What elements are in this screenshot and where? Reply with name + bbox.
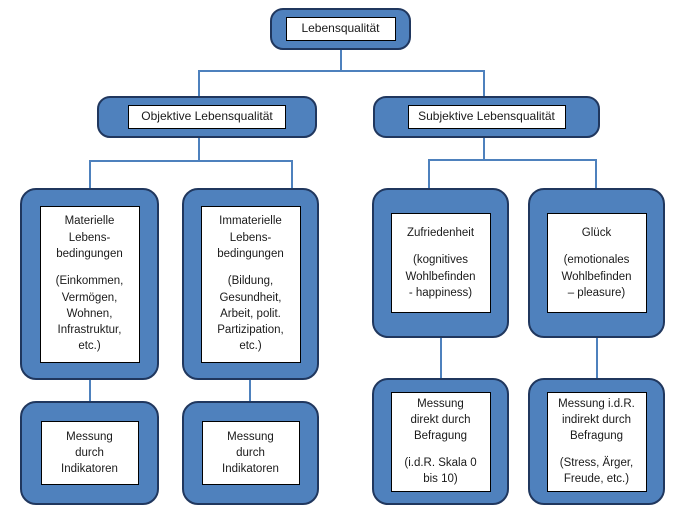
node-objektive-lebensqualitaet[interactable]: Objektive Lebensqualität (97, 96, 317, 138)
node-zufriedenheit[interactable]: Zufriedenheit (kognitives Wohlbefinden -… (372, 188, 509, 338)
connector-subjective-stem (483, 136, 485, 159)
node-label: Messung direkt durch Befragung (i.d.R. S… (390, 391, 491, 492)
node-label: Objektive Lebensqualität (128, 105, 286, 129)
node-label: Materielle Lebens- bedingungen (Einkomme… (39, 205, 140, 363)
connector-to-satisfaction (428, 159, 430, 188)
connector-material-to-measurement (89, 380, 91, 401)
connector-objective-bus (89, 160, 293, 162)
node-messung-direkt-befragung[interactable]: Messung direkt durch Befragung (i.d.R. S… (372, 378, 509, 505)
node-subjektive-lebensqualitaet[interactable]: Subjektive Lebensqualität (373, 96, 600, 138)
connector-immaterial-to-measurement (249, 380, 251, 401)
node-label: Messung durch Indikatoren (201, 421, 300, 485)
connector-to-immaterial (291, 160, 293, 188)
node-label: Glück (emotionales Wohlbefinden – pleasu… (546, 213, 647, 313)
node-messung-indirekt-befragung[interactable]: Messung i.d.R. indirekt durch Befragung … (528, 378, 665, 505)
node-materielle-lebensbedingungen[interactable]: Materielle Lebens- bedingungen (Einkomme… (20, 188, 159, 380)
connector-satisfaction-to-measurement (440, 338, 442, 378)
node-lebensqualitaet[interactable]: Lebensqualität (270, 8, 411, 50)
connector-subjective-bus (428, 159, 597, 161)
node-label: Lebensqualität (285, 17, 396, 41)
connector-to-subjective (483, 70, 485, 98)
node-glueck[interactable]: Glück (emotionales Wohlbefinden – pleasu… (528, 188, 665, 338)
node-messung-durch-indikatoren-left[interactable]: Messung durch Indikatoren (20, 401, 159, 505)
connector-level1-bus (198, 70, 485, 72)
connector-happiness-to-measurement (596, 338, 598, 378)
node-label: Subjektive Lebensqualität (407, 105, 566, 129)
connector-objective-stem (198, 136, 200, 160)
node-label: Messung i.d.R. indirekt durch Befragung … (546, 391, 647, 492)
connector-to-happiness (595, 159, 597, 188)
node-label: Messung durch Indikatoren (40, 421, 139, 485)
connector-to-objective (198, 70, 200, 98)
node-label: Immaterielle Lebens- bedingungen (Bildun… (200, 205, 301, 363)
connector-to-material (89, 160, 91, 188)
connector-root-stem (340, 48, 342, 70)
node-label: Zufriedenheit (kognitives Wohlbefinden -… (390, 213, 491, 313)
node-messung-durch-indikatoren-right[interactable]: Messung durch Indikatoren (182, 401, 319, 505)
node-immaterielle-lebensbedingungen[interactable]: Immaterielle Lebens- bedingungen (Bildun… (182, 188, 319, 380)
